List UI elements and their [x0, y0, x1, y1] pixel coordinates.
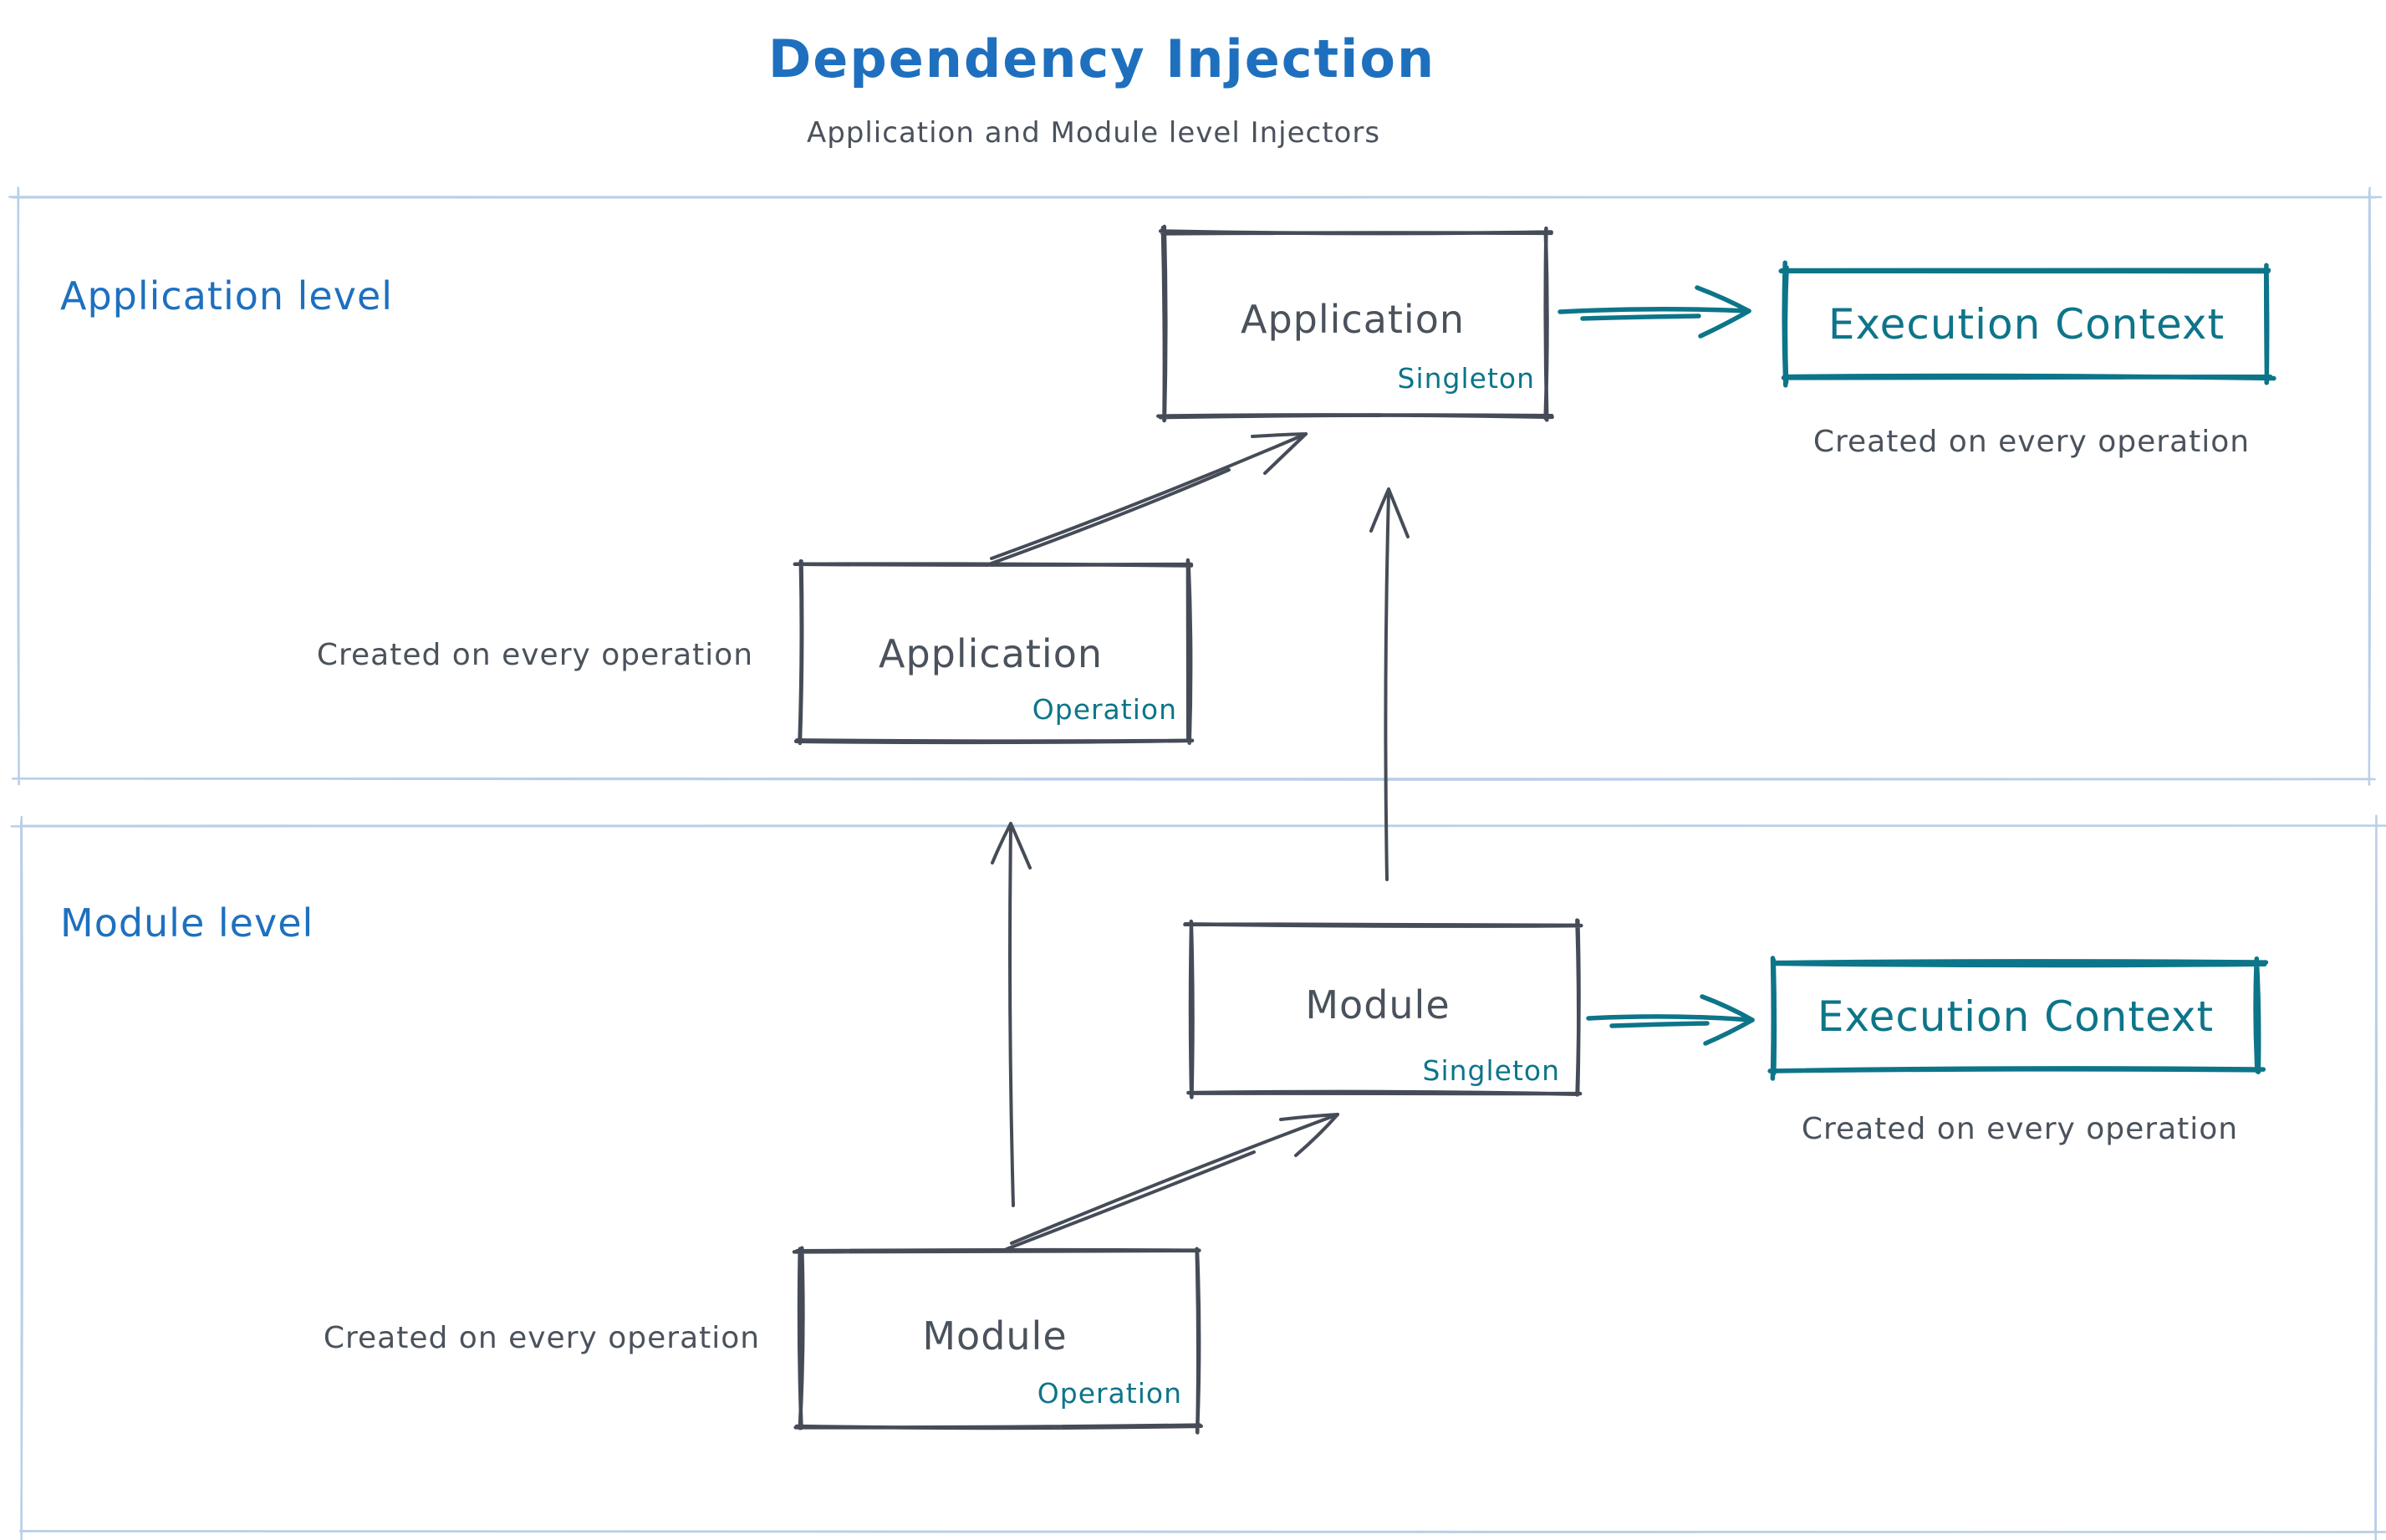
arrowhead: [1251, 432, 1308, 475]
arrowhead: [1369, 487, 1410, 538]
execution-context-outline: [1767, 956, 2269, 1081]
module-operation-caption: Created on every operation: [324, 1321, 760, 1355]
arrow-module-singleton-to-app-singleton: [1369, 487, 1410, 881]
box-application-singleton: Application Singleton: [1156, 224, 1554, 423]
arrow-shaft-double-stroke: [1609, 1021, 1710, 1028]
execution-context-label: Execution Context: [1818, 992, 2214, 1041]
arrow-module-singleton-to-execution-context: [1586, 994, 1755, 1046]
module-singleton-title: Module: [1305, 982, 1450, 1028]
arrowhead: [1695, 285, 1751, 339]
application-singleton-title: Application: [1241, 297, 1465, 342]
arrow-shaft: [1384, 492, 1390, 881]
execution-context-outline: [1778, 260, 2276, 388]
arrow-shaft: [1010, 1113, 1339, 1245]
module-operation-outline: [792, 1246, 1203, 1435]
page-subtitle: Application and Module level Injectors: [807, 116, 1380, 150]
arrowhead: [1279, 1113, 1339, 1157]
application-operation-caption: Created on every operation: [317, 638, 753, 672]
module-operation-tag: Operation: [1038, 1377, 1182, 1410]
page-title: Dependency Injection: [768, 28, 1435, 89]
arrow-shaft: [990, 432, 1308, 560]
arrow-shaft: [1586, 1014, 1755, 1022]
box-application-operation: Application Operation Created on every o…: [317, 558, 1195, 746]
execution-context-caption: Created on every operation: [1802, 1112, 2238, 1146]
arrow-shaft: [1008, 826, 1015, 1207]
arrowhead: [991, 822, 1032, 869]
execution-context-label: Execution Context: [1828, 300, 2225, 349]
arrow-shaft: [1558, 306, 1751, 314]
execution-context-caption: Created on every operation: [1813, 425, 2250, 459]
module-level-label: Module level: [60, 900, 314, 946]
application-level-frame: [8, 186, 2383, 786]
arrow-shaft-double-stroke: [1580, 314, 1701, 321]
application-singleton-tag: Singleton: [1398, 362, 1536, 395]
header: Dependency Injection Application and Mod…: [768, 28, 1435, 150]
arrow-app-operation-to-app-singleton: [985, 432, 1308, 567]
module-singleton-outline: [1183, 918, 1583, 1099]
box-module-singleton: Module Singleton: [1183, 918, 1583, 1099]
application-operation-title: Application: [879, 631, 1103, 676]
application-level-label: Application level: [60, 273, 393, 319]
module-operation-title: Module: [922, 1313, 1067, 1359]
arrow-module-operation-to-app-operation: [991, 822, 1032, 1207]
application-level-section: Application level: [8, 186, 2383, 786]
box-execution-context-module: Execution Context Created on every opera…: [1767, 956, 2269, 1146]
module-level-section: Module level: [10, 814, 2386, 1540]
arrow-shaft-double-stroke: [985, 468, 1231, 567]
arrow-shaft-double-stroke: [1005, 1150, 1256, 1251]
box-execution-context-application: Execution Context Created on every opera…: [1778, 260, 2276, 459]
box-module-operation: Module Operation Created on every operat…: [324, 1246, 1203, 1435]
module-level-frame: [10, 814, 2386, 1540]
arrow-app-singleton-to-execution-context: [1558, 285, 1751, 339]
arrow-module-operation-to-module-singleton: [1005, 1113, 1339, 1251]
module-singleton-tag: Singleton: [1423, 1054, 1561, 1087]
arrowhead: [1700, 994, 1755, 1046]
application-singleton-outline: [1156, 224, 1554, 423]
application-operation-tag: Operation: [1032, 693, 1177, 726]
